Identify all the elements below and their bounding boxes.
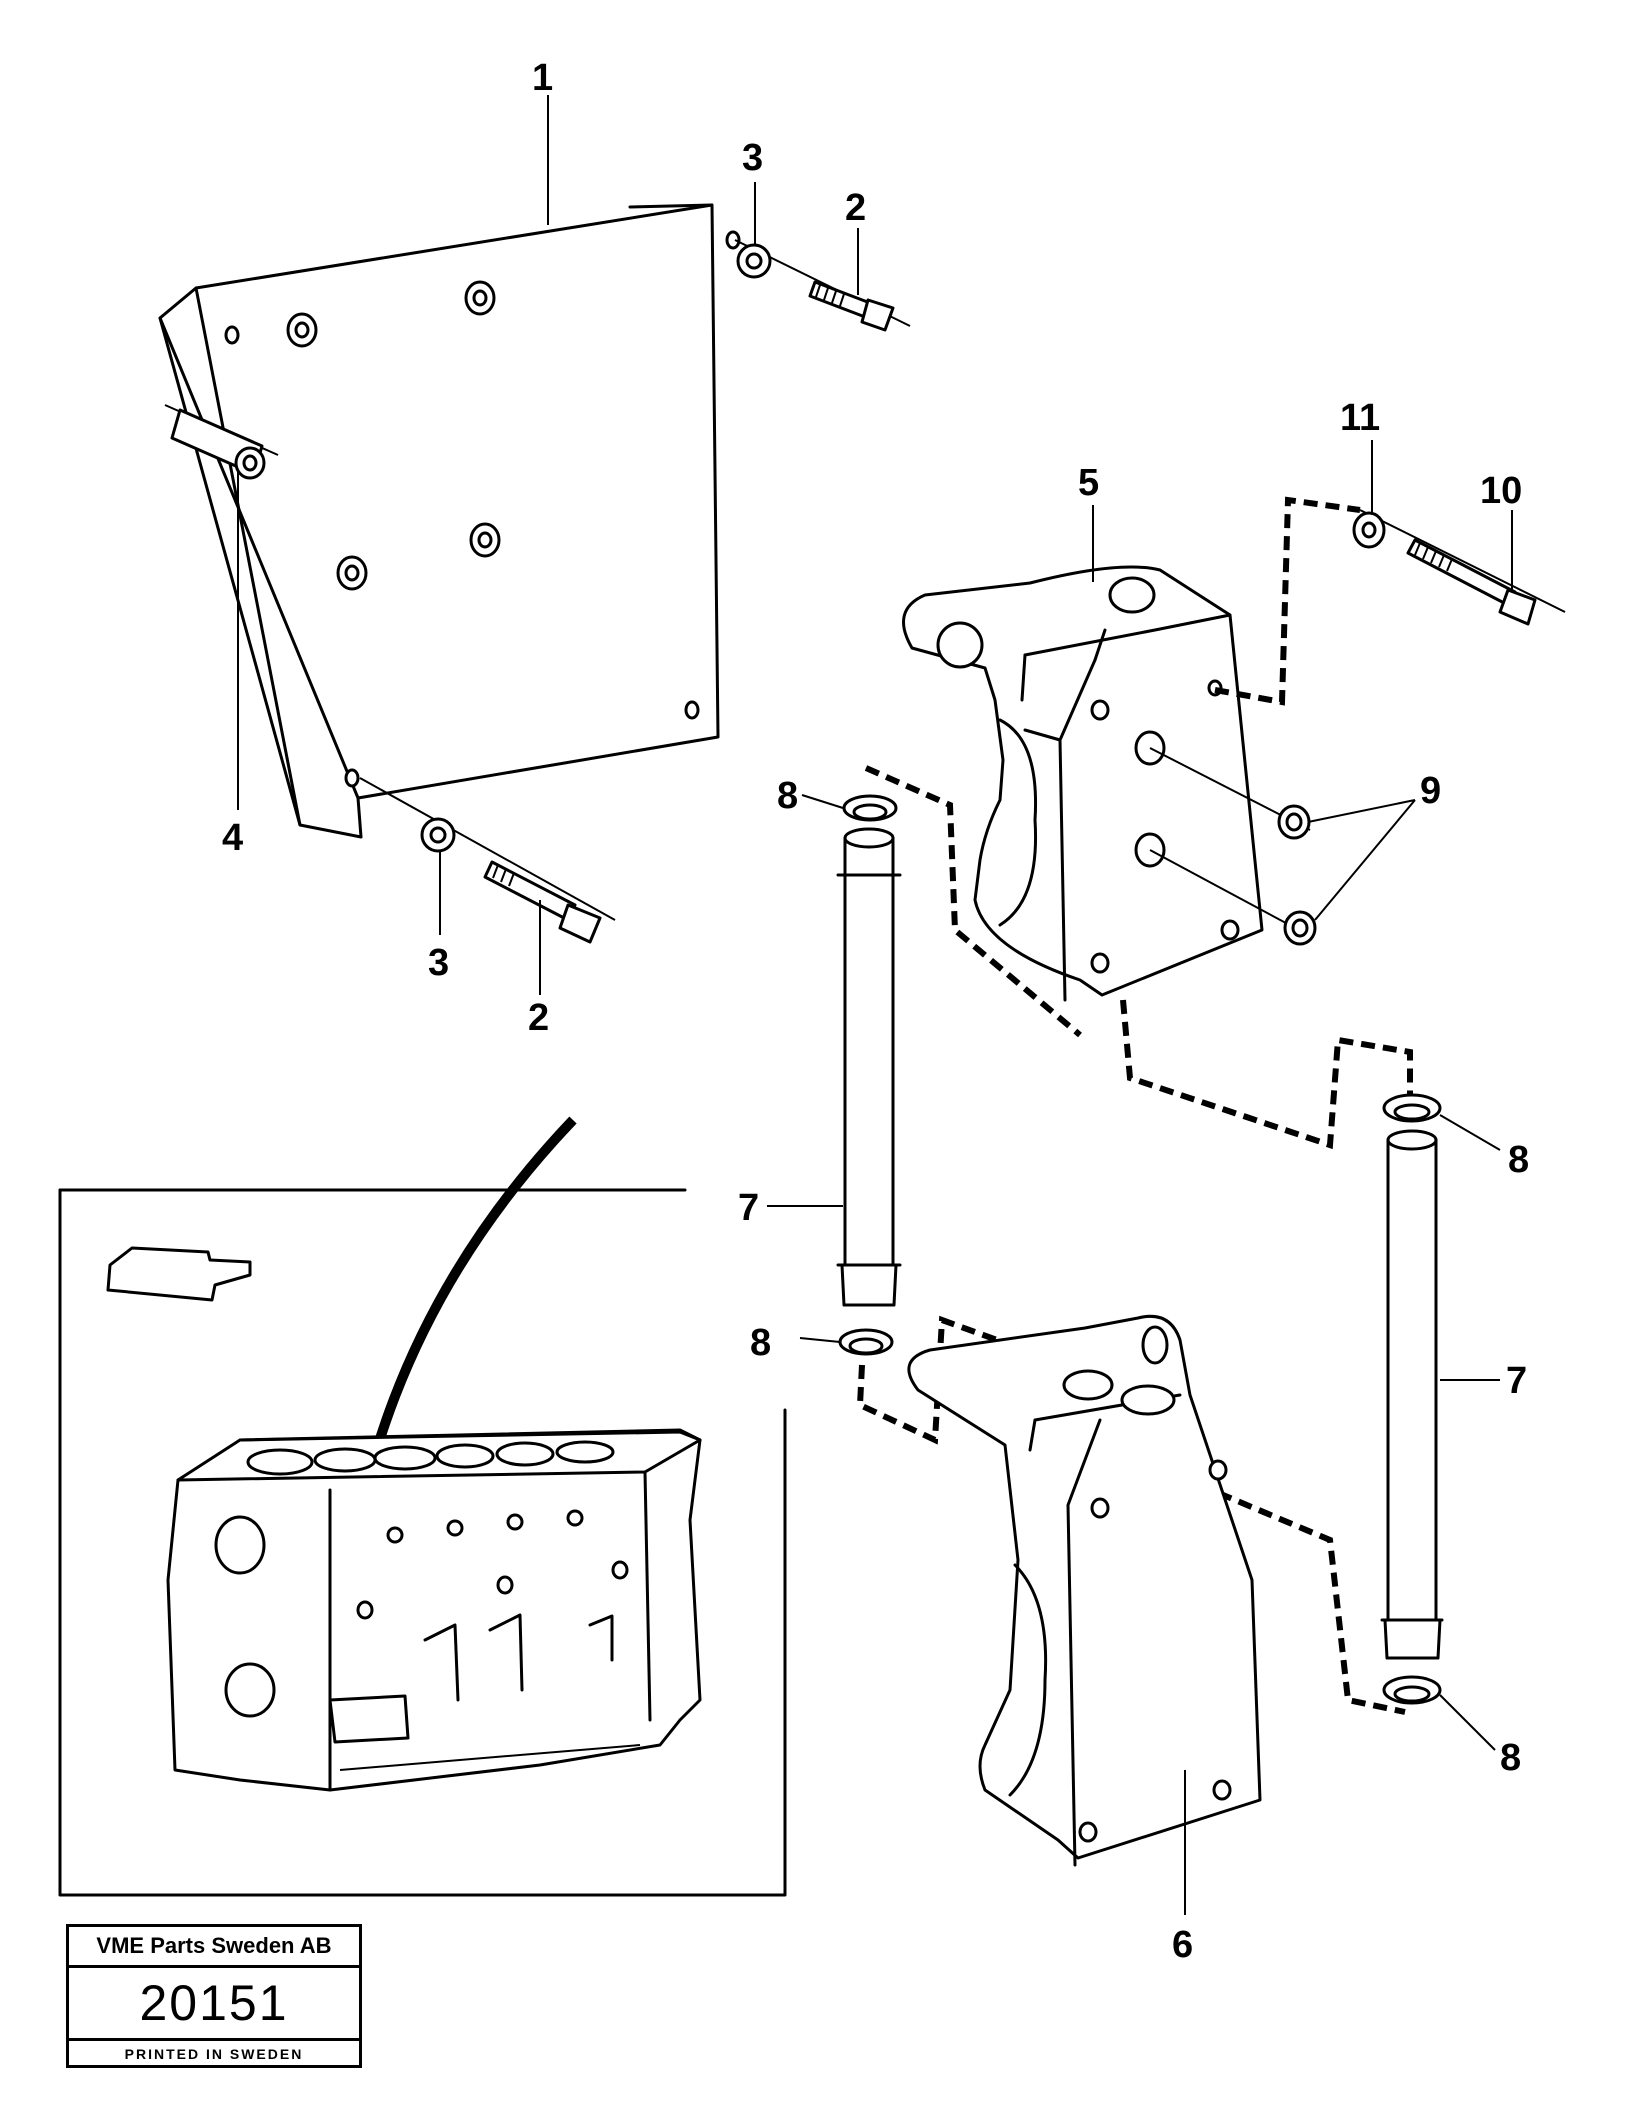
lower-bracket: [907, 1314, 1406, 1867]
upper-bolt-assembly: [734, 239, 911, 332]
publisher-stamp: VME Parts Sweden AB 20151 PRINTED IN SWE…: [66, 1924, 362, 2068]
callout-4: 4: [222, 817, 243, 859]
callout-9: 9: [1420, 770, 1441, 812]
callout-8-lower-left: 8: [750, 1322, 771, 1364]
callout-1: 1: [532, 57, 553, 99]
seal-rings-9: [1149, 747, 1416, 946]
stamp-printed: PRINTED IN SWEDEN: [124, 2046, 304, 2062]
callout-5: 5: [1078, 462, 1099, 504]
stamp-number: 20151: [69, 1968, 359, 2041]
callout-2-upper: 2: [845, 187, 866, 229]
stamp-company: VME Parts Sweden AB: [69, 1927, 359, 1968]
lower-bolt-assembly: [359, 777, 616, 944]
right-tube: [1380, 1093, 1444, 1705]
engine-location-inset: [58, 1116, 787, 1897]
callout-8-upper-left: 8: [777, 775, 798, 817]
spacer-sleeve: [164, 404, 279, 480]
callout-10: 10: [1480, 470, 1522, 512]
callout-2-lower: 2: [528, 997, 549, 1039]
callout-8-lower-right: 8: [1500, 1737, 1521, 1779]
callout-7-left: 7: [738, 1187, 759, 1229]
callout-11: 11: [1340, 397, 1380, 439]
bolt-assembly-10-11: [1352, 509, 1566, 626]
callout-7-right: 7: [1506, 1360, 1527, 1402]
direction-arrow-icon: [106, 1246, 252, 1302]
callout-6: 6: [1172, 1924, 1193, 1966]
cover-plate: [158, 203, 741, 839]
upper-bracket: [902, 565, 1264, 1002]
callout-3-lower: 3: [428, 942, 449, 984]
callout-8-upper-right: 8: [1508, 1139, 1529, 1181]
callout-3-upper: 3: [742, 137, 763, 179]
